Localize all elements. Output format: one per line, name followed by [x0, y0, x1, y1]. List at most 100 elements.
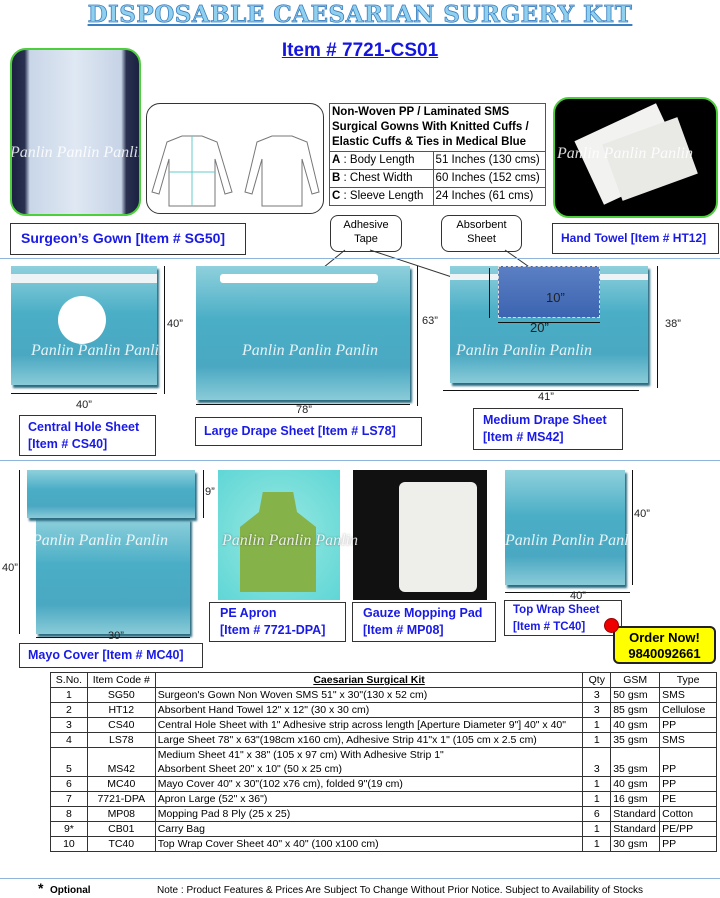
column-header: Type [659, 672, 717, 688]
spec-value: 51 Inches (130 cms) [432, 151, 547, 170]
gown-technical-sketch [146, 103, 324, 214]
watermark: Panlin Panlin Panlin [31, 342, 167, 359]
top-wrap-sheet-diagram: Panlin Panlin Panlin [505, 470, 641, 585]
cell-sno: 5 [50, 747, 88, 777]
surgeon-gown-label: Surgeon’s Gown [Item # SG50] [10, 223, 246, 255]
cell-item-code: MC40 [86, 776, 156, 792]
order-now-label: Order Now! [629, 630, 700, 645]
cell-item-code: CS40 [86, 717, 156, 733]
column-header: GSM [610, 672, 661, 688]
label-line: [Item # CS40] [28, 437, 108, 451]
watermark: Panlin Panlin Panlin [505, 532, 641, 549]
cell-qty: 1 [582, 776, 612, 792]
watermark: Panlin Panlin Panlin [222, 532, 358, 549]
spec-label: : Sleeve Length [340, 190, 424, 202]
optional-note: Optional [50, 885, 91, 896]
label-line: [Item # 7721-DPA] [220, 623, 326, 637]
dimension-label: 10” [546, 290, 565, 305]
cell-type: PP [659, 836, 717, 852]
central-hole-sheet-diagram: Panlin Panlin Panlin [11, 266, 167, 385]
pe-apron-photo [218, 470, 340, 600]
cell-description: Mopping Pad 8 Ply (25 x 25) [154, 806, 584, 822]
dimension-label: 30” [108, 630, 124, 642]
absorbent-sheet [498, 266, 600, 318]
cell-sno: 1 [50, 687, 88, 703]
cell-qty: 6 [582, 806, 612, 822]
spec-label: : Body Length [340, 154, 415, 166]
callout-text: Sheet [467, 233, 496, 245]
watermark: Panlin Panlin Panlin [10, 144, 141, 161]
cell-gsm: 85 gsm [610, 702, 661, 718]
label-line: [Item # TC40] [513, 621, 586, 633]
cell-qty: 1 [582, 821, 612, 837]
mayo-cover-fold [27, 470, 195, 518]
cell-description: Surgeon's Gown Non Woven SMS 51" x 30"(1… [154, 687, 584, 703]
divider [0, 460, 720, 461]
cell-item-code: MS42 [86, 747, 156, 777]
cell-qty: 3 [582, 747, 612, 777]
label-line: Gauze Mopping Pad [363, 606, 483, 620]
cell-gsm: Standard [610, 806, 661, 822]
cell-item-code: MP08 [86, 806, 156, 822]
cell-qty: 1 [582, 717, 612, 733]
medium-drape-sheet-diagram: Panlin Panlin Panlin [450, 266, 648, 383]
watermark: Panlin Panlin Panlin [557, 145, 693, 162]
watermark: Panlin Panlin Panlin [32, 532, 168, 549]
dimension-label: 40” [2, 562, 18, 574]
cell-description: Apron Large (52" x 36") [154, 791, 584, 807]
central-hole-sheet-label: Central Hole Sheet[Item # CS40] [19, 415, 156, 456]
cell-qty: 1 [582, 791, 612, 807]
cell-item-code: CB01 [86, 821, 156, 837]
dimension-label: 40” [76, 399, 92, 411]
column-header: S.No. [50, 672, 88, 688]
spec-key: A [332, 154, 341, 166]
description-line: Medium Sheet 41" x 38" (105 x 97 cm) Wit… [157, 749, 444, 761]
callout-text: Absorbent [456, 219, 507, 231]
dimension-label: 38” [665, 318, 681, 330]
cell-type: Cotton [659, 806, 717, 822]
cell-gsm: 35 gsm [610, 747, 661, 777]
mayo-cover-label: Mayo Cover [Item # MC40] [19, 643, 203, 668]
cell-gsm: 50 gsm [610, 687, 661, 703]
cell-type: PP [659, 717, 717, 733]
cell-description: Mayo Cover 40" x 30"(102 x76 cm), folded… [154, 776, 584, 792]
watermark: Panlin Panlin Panlin [456, 342, 592, 359]
red-dot-icon [604, 618, 619, 633]
label-line: PE Apron [220, 606, 277, 620]
table-header: S.No. Item Code # Caesarian Surgical Kit… [50, 672, 717, 688]
cell-gsm: 40 gsm [610, 776, 661, 792]
dimension-label: 40” [634, 508, 650, 520]
dimension-label: 20” [530, 320, 549, 335]
cell-description: Central Hole Sheet with 1" Adhesive stri… [154, 717, 584, 733]
cell-qty: 3 [582, 687, 612, 703]
item-number: Item # 7721-CS01 [281, 40, 439, 61]
callout-text: Adhesive [343, 219, 389, 231]
hand-towel-photo: Panlin Panlin Panlin [553, 97, 718, 218]
order-phone: 9840092661 [628, 646, 701, 661]
dimension-label: 63” [422, 315, 438, 327]
gown-sketch-icon [151, 135, 320, 207]
order-now-badge[interactable]: Order Now! 9840092661 [613, 626, 716, 664]
cell-qty: 1 [582, 732, 612, 748]
label-line: [Item # MS42] [483, 430, 564, 444]
cell-sno: 10 [50, 836, 88, 852]
spec-value: 60 Inches (152 cms) [432, 169, 547, 188]
description-line: Mayo Cover 40" x 30"(102 x76 cm), folded… [157, 778, 403, 790]
description-line: Absorbent Hand Towel 12" x 12" (30 x 30 … [157, 704, 370, 716]
cell-type: PE/PP [659, 821, 717, 837]
cell-qty: 1 [582, 836, 612, 852]
cell-sno: 4 [50, 732, 88, 748]
cell-sno: 2 [50, 702, 88, 718]
cell-sno: 9* [50, 821, 88, 837]
cell-type: SMS [659, 687, 717, 703]
footer-note: Note : Product Features & Prices Are Sub… [157, 885, 643, 896]
cell-item-code: 7721-DPA [86, 791, 156, 807]
